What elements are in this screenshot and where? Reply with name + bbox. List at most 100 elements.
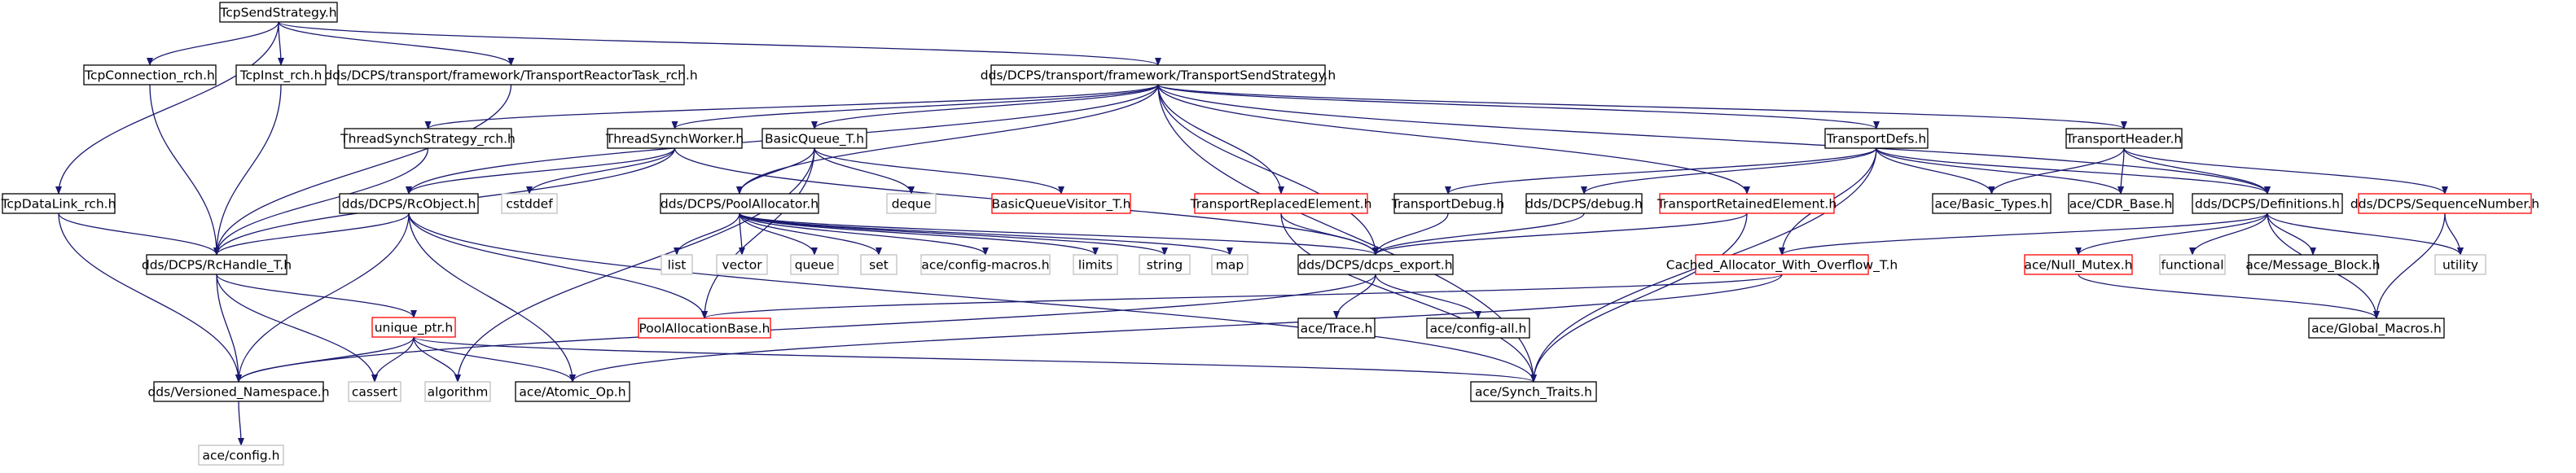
node-label: TcpConnection_rch.h [84,68,215,84]
node-tcpconnection-rch-h[interactable]: TcpConnection_rch.h [83,64,217,85]
node-box [424,381,491,402]
node-label: ace/config-all.h [1430,322,1527,336]
edge-rch-to-uniqueptr [216,274,417,318]
node-string: string [1139,254,1191,275]
node-box [1073,254,1118,275]
node-label: ace/Null_Mutex.h [2024,258,2132,274]
edge-rcobj-to-poolalloc [408,212,708,319]
node-ace-trace-h[interactable]: ace/Trace.h [1297,318,1376,339]
node-dds-dcps-definitions-h[interactable]: dds/DCPS/Definitions.h [2192,193,2343,214]
node-dds-versioned-namespace-h[interactable]: dds/Versioned_Namespace.h [147,381,330,402]
edge-nullmutex-to-globalmacros [2078,274,2380,319]
node-transportdebug-h[interactable]: TransportDebug.h [1391,193,1504,214]
node-transportdefs-h[interactable]: TransportDefs.h [1824,128,1929,149]
node-label: dds/DCPS/transport/framework/TransportRe… [324,68,697,84]
node-box [990,64,1326,85]
node-set: set [860,254,897,275]
node-dds-dcps-debug-h[interactable]: dds/DCPS/debug.h [1525,193,1643,214]
node-box [1194,193,1368,214]
node-box [339,193,479,214]
edge-cached-to-atomic [569,274,1783,383]
node-box [1297,254,1454,275]
edge-tsstrat-to-rch [213,147,429,256]
node-transportreplacedelement-h[interactable]: TransportReplacedElement.h [1190,193,1372,214]
node-ace-message-block-h[interactable]: ace/Message_Block.h [2245,254,2381,275]
node-box [1659,193,1835,214]
node-label: TransportHeader.h [2065,132,2183,147]
node-label: dds/DCPS/transport/framework/TransportSe… [981,68,1336,83]
node-unique-ptr-h[interactable]: unique_ptr.h [371,317,456,338]
node-dds-dcps-rcobject-h[interactable]: dds/DCPS/RcObject.h [339,193,479,214]
node-box [1211,254,1249,275]
node-dds-dcps-sequencenumber-h[interactable]: dds/DCPS/SequenceNumber.h [2350,193,2539,214]
node-box [660,193,819,214]
node-label: TransportRetainedElement.h [1657,197,1837,212]
node-label: ace/CDR_Base.h [2069,197,2173,212]
edge-pool-to-map [739,212,1233,256]
edge-debug-to-export [1372,212,1585,256]
edge-defs-to-utility [2267,212,2464,256]
node-label: dds/DCPS/Definitions.h [2195,197,2340,212]
node-box [790,254,839,275]
node-ace-config-h: ace/config.h [198,445,284,466]
node-label: dds/DCPS/PoolAllocator.h [660,197,818,212]
node-box [2024,254,2133,275]
edge-rcobj-to-rch [213,212,410,256]
edge-tret-to-synch [1530,212,1748,383]
node-dds-dcps-transport-framework-transportreactortask-rch-h[interactable]: dds/DCPS/transport/framework/TransportRe… [324,64,698,85]
node-transportretainedelement-h[interactable]: TransportRetainedElement.h [1657,193,1837,214]
node-tcpinst-rch-h[interactable]: TcpInst_rch.h [235,64,327,85]
node-label: TcpDataLink_rch.h [1,197,116,212]
node-ace-cdr-base-h[interactable]: ace/CDR_Base.h [2068,193,2174,214]
node-ace-synch-traits-h[interactable]: ace/Synch_Traits.h [1470,381,1597,402]
edge-tdefs-to-basic [1876,147,1995,195]
node-threadsynchstrategy-rch-h[interactable]: ThreadSynchStrategy_rch.h [340,128,516,149]
node-ace-global-macros-h[interactable]: ace/Global_Macros.h [2308,318,2445,339]
node-box [638,318,771,339]
node-label: dds/DCPS/SequenceNumber.h [2350,197,2539,212]
node-limits: limits [1073,254,1118,275]
node-label: ThreadSynchWorker.h [605,132,744,147]
edge-defs-to-nullmutex [2075,212,2268,256]
edge-thdr-to-seqnum [2123,147,2448,195]
edge-tcpinst-to-rch [213,84,282,256]
node-transportheader-h[interactable]: TransportHeader.h [2065,128,2183,149]
node-tcpsendstrategy-h[interactable]: TcpSendStrategy.h [219,2,338,23]
node-dds-dcps-transport-framework-transportsendstrategy-h[interactable]: dds/DCPS/transport/framework/TransportSe… [981,64,1336,85]
node-label: Cached_Allocator_With_Overflow_T.h [1666,258,1898,274]
node-cached-allocator-with-overflow-t-h[interactable]: Cached_Allocator_With_Overflow_T.h [1666,254,1898,275]
edge-export-to-configall [1375,274,1481,319]
node-label: deque [892,197,932,212]
node-dds-dcps-rchandle-t-h[interactable]: dds/DCPS/RcHandle_T.h [142,254,292,275]
edge-tss-to-trepl [1157,84,1284,195]
node-box [2192,193,2343,214]
edge-root-to-tcpinst [277,21,284,66]
node-basicqueue-t-h[interactable]: BasicQueue_T.h [761,128,867,149]
node-dds-dcps-dcps-export-h[interactable]: dds/DCPS/dcps_export.h [1297,254,1454,275]
node-box [146,254,287,275]
node-box [716,254,768,275]
edge-tss-to-tret [1157,84,1750,195]
node-ace-basic-types-h[interactable]: ace/Basic_Types.h [1932,193,2052,214]
node-tcpdatalink-rch-h[interactable]: TcpDataLink_rch.h [1,193,116,214]
node-box [1393,193,1503,214]
node-threadsynchworker-h[interactable]: ThreadSynchWorker.h [605,128,744,149]
node-label: set [869,258,889,273]
edge-rcobj-to-atomic [408,212,576,383]
node-ace-null-mutex-h[interactable]: ace/Null_Mutex.h [2024,254,2133,275]
node-dds-dcps-poolallocator-h[interactable]: dds/DCPS/PoolAllocator.h [660,193,819,214]
edge-uniqueptr-to-cassert [371,336,415,383]
node-ace-atomic-op-h[interactable]: ace/Atomic_Op.h [515,381,630,402]
edge-bq-to-deque [814,147,915,195]
edge-root-to-tcpdl [55,21,279,195]
node-box [1470,381,1597,402]
node-basicqueuevisitor-t-h[interactable]: BasicQueueVisitor_T.h [991,193,1131,214]
node-label: vector [722,258,762,273]
node-poolallocationbase-h[interactable]: PoolAllocationBase.h [638,318,771,339]
node-box [198,445,284,466]
edge-versioned-to-aceconfig [237,401,244,446]
node-ace-config-all-h[interactable]: ace/config-all.h [1426,318,1530,339]
edge-pool-to-acecm [739,212,989,256]
edge-thdr-to-defs [2123,147,2271,195]
